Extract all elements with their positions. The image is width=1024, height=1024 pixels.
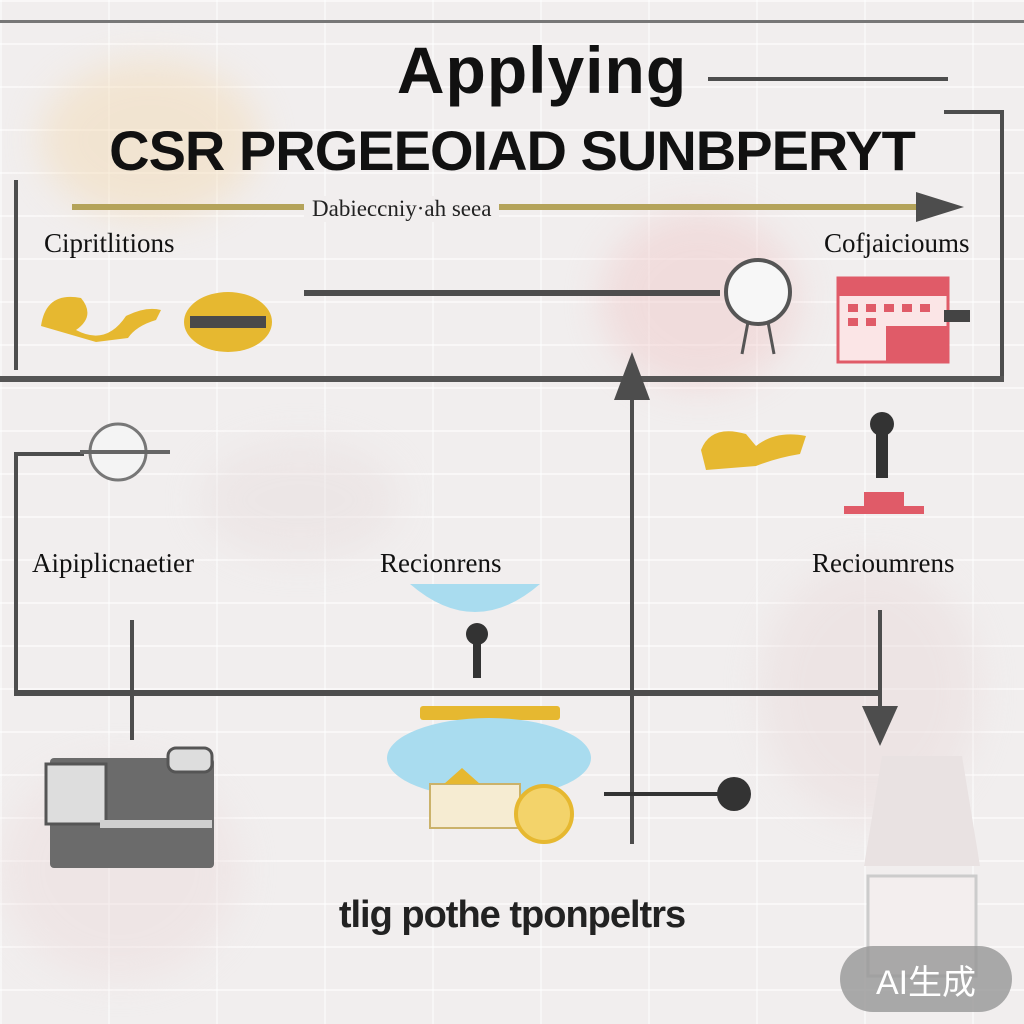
label-mid-center: Recionrens xyxy=(380,548,502,578)
connector-line-right-down xyxy=(878,610,882,720)
connector-line-vertical-center xyxy=(630,400,634,844)
arrow-right-icon xyxy=(916,192,964,222)
gold-coin-icon xyxy=(184,292,272,352)
connector-line-top xyxy=(708,77,948,81)
title-line-1: Applying xyxy=(396,33,688,107)
gold-ribbon-icon xyxy=(701,431,806,470)
connector-line-left-drop xyxy=(130,620,134,740)
connector-line-bottom xyxy=(14,690,882,696)
arrow-up-icon xyxy=(614,352,650,400)
briefcase-icon xyxy=(44,746,214,868)
handshake-icon xyxy=(80,422,170,482)
connector-line-pin xyxy=(604,792,724,796)
divider-line xyxy=(0,376,1004,382)
connector-line-center xyxy=(304,290,720,296)
cloud-icon xyxy=(410,584,540,612)
connector-line-left xyxy=(14,180,18,370)
label-mid-left: Aipiplicnaetier xyxy=(32,548,194,578)
label-top-left: Cipritlitions xyxy=(44,228,175,258)
connector-line-mid-left-top xyxy=(14,452,84,456)
background-blob xyxy=(200,440,400,560)
pin-stand-icon xyxy=(844,412,924,514)
banner-arrow-line xyxy=(72,204,932,210)
gold-ribbon-icon xyxy=(41,296,161,342)
cloud-icon xyxy=(387,706,591,829)
connector-line-right xyxy=(944,110,1004,114)
coin-icon xyxy=(514,784,574,844)
connector-line-right-vertical xyxy=(1000,110,1004,380)
banner-text: Dabieccniy·ah seea xyxy=(304,196,500,222)
title-line-2: CSR PRGEEOIAD SUNBPERYT xyxy=(109,119,916,182)
calendar-icon xyxy=(836,276,970,364)
arrow-down-icon xyxy=(862,706,898,746)
pin-dot-icon xyxy=(717,777,751,811)
pin-icon xyxy=(466,623,488,678)
connector-line-mid-left xyxy=(14,452,18,696)
footer-text: tlig pothe tponpeltrs xyxy=(338,894,686,936)
label-top-right: Cofjaicioums xyxy=(824,228,970,258)
label-mid-right: Recioumrens xyxy=(812,548,955,578)
magnifier-icon xyxy=(724,258,792,355)
top-border-line xyxy=(0,20,1024,23)
ai-generated-badge: AI生成 xyxy=(840,946,1012,1012)
background-blob xyxy=(40,60,260,220)
